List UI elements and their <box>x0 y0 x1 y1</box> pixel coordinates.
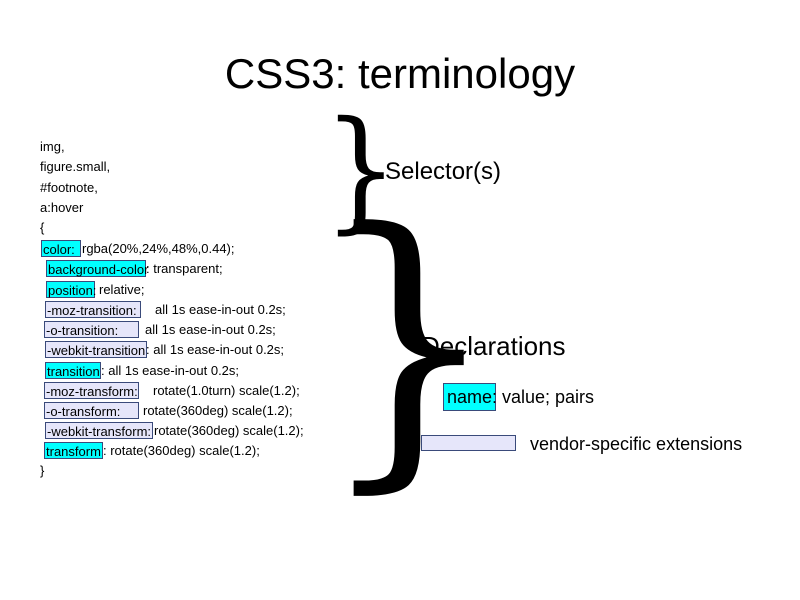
property-name-standard: transition <box>45 362 101 379</box>
property-value: : all 1s ease-in-out 0.2s; <box>146 342 285 357</box>
property-value: rotate(360deg) scale(1.2); <box>143 403 293 418</box>
close-brace: } <box>40 463 45 478</box>
property-name-standard: background-color <box>46 260 149 277</box>
property-name-standard: position: <box>46 281 97 298</box>
open-brace: { <box>40 220 45 235</box>
property-value: rgba(20%,24%,48%,0.44); <box>82 241 235 256</box>
legend-vendor-label: vendor-specific extensions <box>530 434 743 454</box>
property-value: : rotate(360deg) scale(1.2); <box>103 443 260 458</box>
property-name-vendor: -moz-transform: <box>44 382 139 399</box>
selector-line: a:hover <box>40 200 84 215</box>
property-name-vendor: -o-transition: <box>44 321 139 338</box>
property-name-standard: transform <box>44 442 103 459</box>
property-value: : transparent; <box>146 261 223 276</box>
property-value: : all 1s ease-in-out 0.2s; <box>101 363 240 378</box>
selectors-label: Selector(s) <box>385 158 502 185</box>
slide-title: CSS3: terminology <box>224 50 576 97</box>
property-value: all 1s ease-in-out 0.2s; <box>145 322 276 337</box>
property-name-vendor: -webkit-transition <box>45 341 147 358</box>
property-name-vendor: -moz-transition: <box>45 301 141 318</box>
selector-line: img, <box>40 139 65 154</box>
legend-vendor-swatch <box>421 435 516 451</box>
selector-line: #footnote, <box>40 180 98 195</box>
legend-pairs-label: value; pairs <box>502 387 595 407</box>
property-value: rotate(1.0turn) scale(1.2); <box>153 383 300 398</box>
selector-line: figure.small, <box>40 159 111 174</box>
property-name-vendor: -o-transform: <box>44 402 139 419</box>
property-value: relative; <box>99 282 145 297</box>
property-value: rotate(360deg) scale(1.2); <box>154 423 304 438</box>
declarations-label: Declarations <box>421 331 566 361</box>
property-value: all 1s ease-in-out 0.2s; <box>155 302 286 317</box>
property-name-vendor: -webkit-transform: <box>45 422 153 439</box>
legend-name-box: name: <box>443 383 497 411</box>
property-name-standard: color: <box>41 240 81 257</box>
selector-brace-icon: } <box>323 93 399 247</box>
